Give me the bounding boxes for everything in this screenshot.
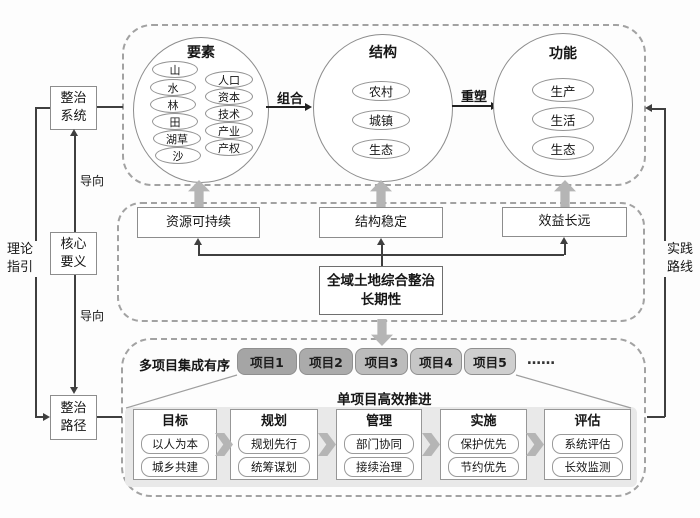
practice-route-bottom [647, 416, 665, 418]
practice-route-top [651, 108, 665, 110]
guide-down-arrowhead-icon [70, 387, 78, 394]
column-title: 规划 [260, 414, 287, 429]
goal-arrowhead-icon [377, 238, 385, 245]
chevron-icon [318, 433, 336, 456]
reshape-label: 重塑 [460, 90, 487, 105]
project-box: 项目3 [355, 348, 408, 375]
column-item: 保护优先 [448, 434, 519, 454]
guide-down-line [74, 275, 76, 389]
goal-connector-stub [564, 242, 566, 255]
guide-down-label: 导向 [80, 309, 105, 323]
goal-box-structure: 结构稳定 [319, 207, 443, 238]
combine-arrowhead-icon [305, 103, 312, 111]
column-item: 系统评估 [552, 434, 623, 454]
element-item: 产权 [205, 139, 253, 156]
practice-arrowhead-icon [645, 104, 652, 112]
path-frame-connector [97, 416, 122, 418]
element-item: 山 [152, 61, 198, 78]
column-item: 长效监测 [552, 457, 623, 477]
core-box-label: 核心要义 [60, 236, 87, 270]
core-top-stub [381, 254, 383, 266]
goal-arrowhead-icon [194, 238, 202, 245]
function-item: 生态 [532, 136, 594, 160]
project-box: 项目5 [464, 348, 516, 375]
chevron-icon [526, 433, 544, 456]
single-project-label: 单项目高效推进 [337, 392, 432, 408]
goal-connector-stub [381, 243, 383, 255]
goal-box-benefit: 效益长远 [502, 207, 627, 237]
chevron-icon [422, 433, 440, 456]
column-item: 部门协同 [344, 434, 414, 454]
goal-box-resource: 资源可持续 [137, 207, 260, 238]
multi-project-label: 多项目集成有序 [139, 359, 231, 374]
element-item: 沙 [155, 147, 201, 164]
function-title: 功能 [549, 46, 577, 62]
element-item: 人口 [205, 71, 253, 88]
column-item: 节约优先 [448, 457, 519, 477]
guide-up-arrowhead-icon [70, 129, 78, 136]
column-item: 接续治理 [344, 457, 414, 477]
theory-arrowhead-icon [43, 413, 50, 421]
goal-connector-stub [198, 243, 200, 255]
guide-up-line [74, 134, 76, 232]
guide-up-label: 导向 [80, 174, 105, 188]
element-item: 资本 [205, 88, 253, 105]
path-box: 整治路径 [50, 395, 97, 440]
practice-label: 实践路线 [663, 241, 697, 278]
column-title: 实施 [470, 414, 497, 429]
elements-title: 要素 [187, 45, 215, 61]
element-item: 产业 [205, 122, 253, 139]
system-box: 整治系统 [50, 86, 97, 130]
goal-arrowhead-icon [560, 237, 568, 244]
column-item: 统筹谋划 [238, 457, 310, 477]
structure-item: 城镇 [352, 110, 410, 130]
function-item: 生产 [532, 78, 594, 102]
process-column-evaluation: 评估 系统评估 长效监测 [544, 409, 631, 480]
theory-bracket-top [35, 107, 50, 109]
system-frame-connector [97, 106, 123, 108]
structure-item: 农村 [352, 81, 410, 101]
process-column-goal: 目标 以人为本 城乡共建 [133, 409, 217, 480]
function-item: 生活 [532, 107, 594, 131]
combine-label: 组合 [276, 92, 303, 107]
combine-arrow [266, 106, 306, 108]
project-box: 项目2 [299, 348, 353, 375]
project-box: 项目1 [237, 348, 297, 375]
process-column-implementation: 实施 保护优先 节约优先 [440, 409, 527, 480]
structure-title: 结构 [369, 45, 397, 61]
system-box-label: 整治系统 [60, 91, 87, 124]
core-box: 核心要义 [50, 232, 97, 275]
theory-label: 理论指引 [3, 241, 37, 278]
column-title: 评估 [574, 414, 601, 429]
column-item: 规划先行 [238, 434, 310, 454]
theory-bracket-bottom [35, 416, 44, 418]
path-box-label: 整治路径 [60, 400, 87, 434]
project-box: 项目4 [410, 348, 462, 375]
element-item: 湖草 [153, 130, 201, 147]
structure-item: 生态 [352, 139, 410, 159]
process-column-planning: 规划 规划先行 统筹谋划 [230, 409, 318, 480]
projects-ellipsis: …… [527, 352, 555, 368]
column-title: 管理 [365, 414, 392, 429]
process-column-management: 管理 部门协同 接续治理 [336, 409, 422, 480]
column-item: 城乡共建 [141, 457, 209, 477]
chevron-icon [215, 433, 233, 456]
column-item: 以人为本 [141, 434, 209, 454]
reshape-arrow [452, 105, 492, 107]
column-title: 目标 [161, 414, 188, 429]
core-theme-box: 全域土地综合整治长期性 [319, 266, 443, 315]
